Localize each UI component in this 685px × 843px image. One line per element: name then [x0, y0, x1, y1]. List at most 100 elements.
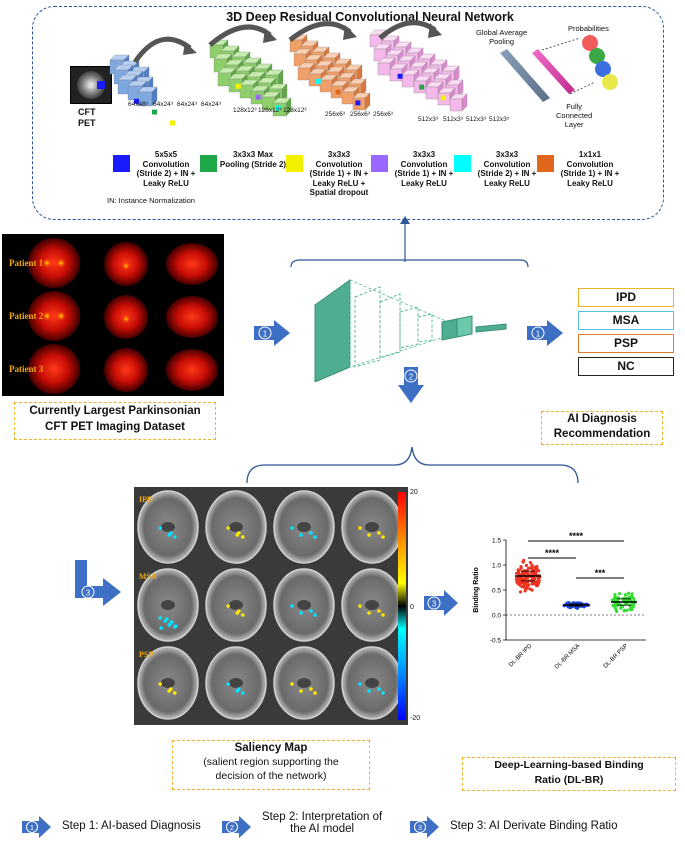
- step-num: 2: [230, 823, 234, 832]
- ventricle: [161, 678, 175, 688]
- legend-line: 3x3x3: [495, 150, 519, 159]
- legend-swatch: [454, 155, 471, 172]
- chart-point: [631, 595, 635, 599]
- class-box-psp: PSP: [578, 334, 674, 353]
- patient-label: Patient 3: [9, 364, 44, 374]
- saliency-hotspot: [381, 535, 385, 539]
- saliency-hotspot: [313, 691, 317, 695]
- prob-circle-yellow: [602, 74, 618, 90]
- fc-label-line3: Layer: [564, 120, 584, 129]
- chart-point: [613, 592, 617, 597]
- chart-point: [520, 585, 524, 589]
- prob-circle-green: [589, 48, 605, 64]
- legend-line: 3x3x3 Max: [232, 150, 274, 159]
- saliency-hotspot: [377, 687, 381, 691]
- dimension-label: 128x12³: [258, 107, 282, 114]
- ventricle: [297, 522, 311, 532]
- legend-swatch: [200, 155, 217, 172]
- saliency-hotspot: [377, 609, 381, 613]
- layer-accent: [170, 120, 175, 126]
- chart-point: [529, 566, 533, 570]
- layer-blocks: [109, 29, 468, 126]
- saliency-hotspot: [313, 613, 317, 617]
- dataset-caption-line1: Currently Largest Parkinsonian: [29, 405, 201, 417]
- net-to-model-connector: [400, 216, 410, 262]
- network-panel: [32, 6, 664, 220]
- striatum-spot: [42, 311, 52, 321]
- saliency-row-label: MSA: [139, 572, 157, 581]
- chart-point: [520, 581, 524, 585]
- layer-accent: [355, 100, 361, 106]
- ventricle: [365, 522, 379, 532]
- ai-caption: AI Diagnosis Recommendation: [541, 411, 663, 445]
- saliency-hotspot: [226, 604, 230, 608]
- input-pet-volume: [70, 66, 112, 104]
- arrow-num-a1: 1: [263, 330, 268, 339]
- step-legend-text-1: Step 1: AI-based Diagnosis: [62, 820, 201, 832]
- saliency-hotspot: [358, 604, 362, 608]
- layer-cube: [297, 67, 311, 81]
- legend-line: (Stride 1) + IN +: [309, 169, 369, 178]
- legend-line: Spatial dropout: [309, 188, 369, 197]
- saliency-hotspot: [358, 526, 362, 530]
- saliency-hotspot: [290, 604, 294, 608]
- prob-circle-blue: [595, 61, 611, 77]
- step-legend-arrow-2: 2: [222, 816, 252, 843]
- colorbar-tick-mid: 0: [410, 604, 414, 611]
- chart-point: [530, 563, 534, 567]
- step1-arrow-left: 1: [254, 320, 290, 346]
- gap-label: Global Average Pooling: [476, 28, 527, 46]
- chart-ytick-label: 0.5: [492, 588, 501, 595]
- chart-point: [532, 572, 536, 576]
- saliency-hotspot: [174, 624, 178, 628]
- chart-point: [632, 603, 636, 607]
- chart-ylabel: Binding Ratio: [473, 567, 480, 613]
- patient-label: Patient 2: [9, 311, 44, 321]
- saliency-hotspot: [226, 682, 230, 686]
- saliency-hotspot: [158, 526, 162, 530]
- saliency-hotspot: [158, 682, 162, 686]
- step2-arrow-down: 2: [398, 367, 424, 403]
- input-label: CFT PET: [78, 107, 96, 129]
- dimension-label: 128x12³: [283, 107, 307, 114]
- dataset-caption: Currently Largest Parkinsonian CFT PET I…: [14, 402, 216, 440]
- chart-point: [612, 597, 616, 601]
- skip-arrow-4: [378, 20, 437, 40]
- saliency-hotspot: [169, 687, 173, 691]
- chart-point: [517, 569, 521, 573]
- ventricle: [297, 678, 311, 688]
- chart-ytick-label: 1.0: [492, 563, 501, 570]
- chart-point: [630, 592, 634, 596]
- legend-line: (Stride 1) + IN +: [560, 169, 620, 178]
- layer-cube: [425, 86, 439, 100]
- legend-line: (Stride 2) + IN +: [136, 169, 196, 178]
- saliency-hotspot: [358, 682, 362, 686]
- dimension-label: 512x3³: [443, 116, 463, 123]
- chart-caption-line1: Deep-Learning-based Binding: [494, 759, 644, 771]
- saliency-hotspot: [299, 689, 303, 693]
- gap-label-line2: Pooling: [489, 37, 515, 46]
- saliency-hotspot: [309, 687, 313, 691]
- step-line1: Step 2: Interpretation of: [262, 811, 383, 823]
- striatum-spot: [122, 315, 130, 323]
- legend-line: 1x1x1: [578, 150, 602, 159]
- step-line2: the AI model: [290, 823, 355, 835]
- saliency-row-label: IPD: [139, 495, 153, 504]
- saliency-hotspot: [226, 526, 230, 530]
- arrow-num-a5: 3: [432, 600, 437, 609]
- legend-line: Leaky ReLU: [484, 178, 530, 188]
- legend-line: Leaky ReLU +: [312, 178, 366, 188]
- class-box-ipd: IPD: [578, 288, 674, 307]
- ai-caption-line1: AI Diagnosis: [567, 413, 637, 425]
- chart-point: [535, 581, 539, 585]
- curly-brace: [246, 446, 579, 484]
- legend-swatch: [286, 155, 303, 172]
- saliency-row-label: PSP: [139, 650, 154, 659]
- dimension-label: 64x24³: [153, 101, 173, 108]
- legend-line: 3x3x3: [412, 150, 436, 159]
- chart-point: [522, 582, 527, 587]
- layer-accent: [275, 105, 281, 111]
- saliency-hotspot: [165, 617, 169, 621]
